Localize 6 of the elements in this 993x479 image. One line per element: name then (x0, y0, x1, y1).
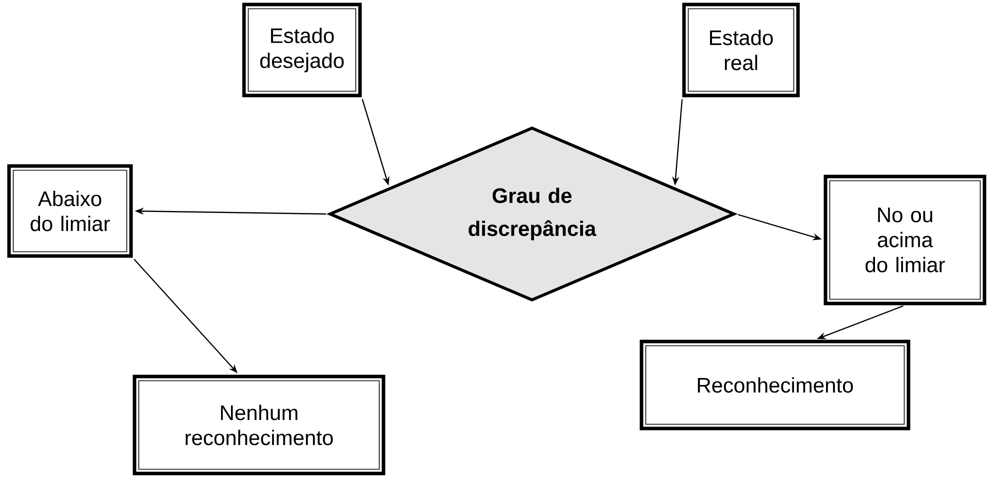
process-box: Estado real (682, 2, 800, 98)
process-box: Nenhum reconhecimento (132, 374, 386, 476)
process-box: Reconhecimento (640, 340, 910, 430)
process-box: Abaixo do limiar (7, 164, 133, 258)
process-box: Estado desejado (242, 2, 362, 98)
process-box: No ou acima do limiar (824, 174, 986, 306)
